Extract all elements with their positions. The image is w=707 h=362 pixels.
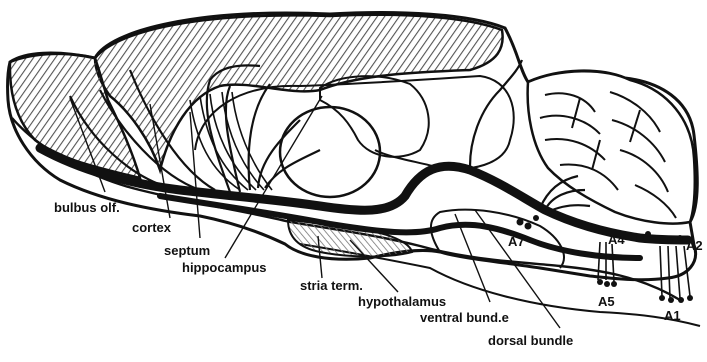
label-a5: A5 — [598, 294, 615, 309]
label-hippocampus: hippocampus — [182, 260, 267, 275]
cortex-region — [95, 15, 503, 170]
thalamus-region — [280, 107, 380, 197]
label-septum: septum — [164, 243, 210, 258]
label-cortex: cortex — [132, 220, 172, 235]
label-stria-term: stria term. — [300, 278, 363, 293]
label-dorsal-bundle: dorsal bundle — [488, 333, 573, 348]
medullary-fibers — [598, 242, 690, 298]
hippocampus-region — [320, 76, 429, 157]
label-a4: A4 — [608, 232, 625, 247]
label-a1: A1 — [664, 308, 681, 323]
label-bulbus-olf: bulbus olf. — [54, 200, 120, 215]
label-a2: A2 — [686, 238, 703, 253]
label-a7: A7 — [508, 234, 525, 249]
label-ventral-bundle: ventral bund.e — [420, 310, 509, 325]
inner-ventricle — [195, 76, 514, 169]
label-hypothalamus: hypothalamus — [358, 294, 446, 309]
